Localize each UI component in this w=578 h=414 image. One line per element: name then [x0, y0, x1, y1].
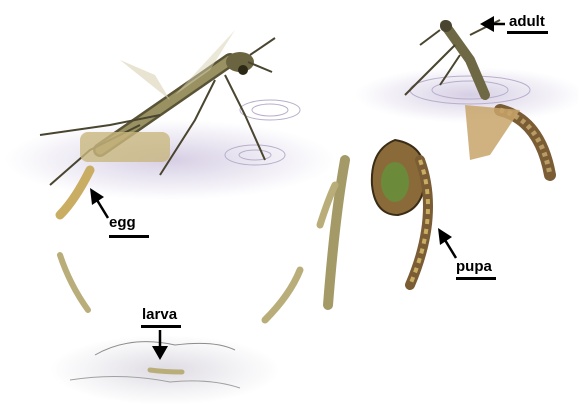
pupa [372, 140, 428, 285]
label-pupa-underline [456, 277, 496, 280]
label-egg: egg [109, 214, 136, 231]
label-adult-underline [507, 31, 548, 34]
label-egg-underline [109, 235, 149, 238]
label-adult: adult [509, 13, 545, 30]
label-larva: larva [142, 306, 177, 323]
label-larva-underline [141, 325, 181, 328]
arrow-pupa [438, 228, 456, 258]
arrow-adult [480, 16, 505, 32]
label-pupa: pupa [456, 258, 492, 275]
